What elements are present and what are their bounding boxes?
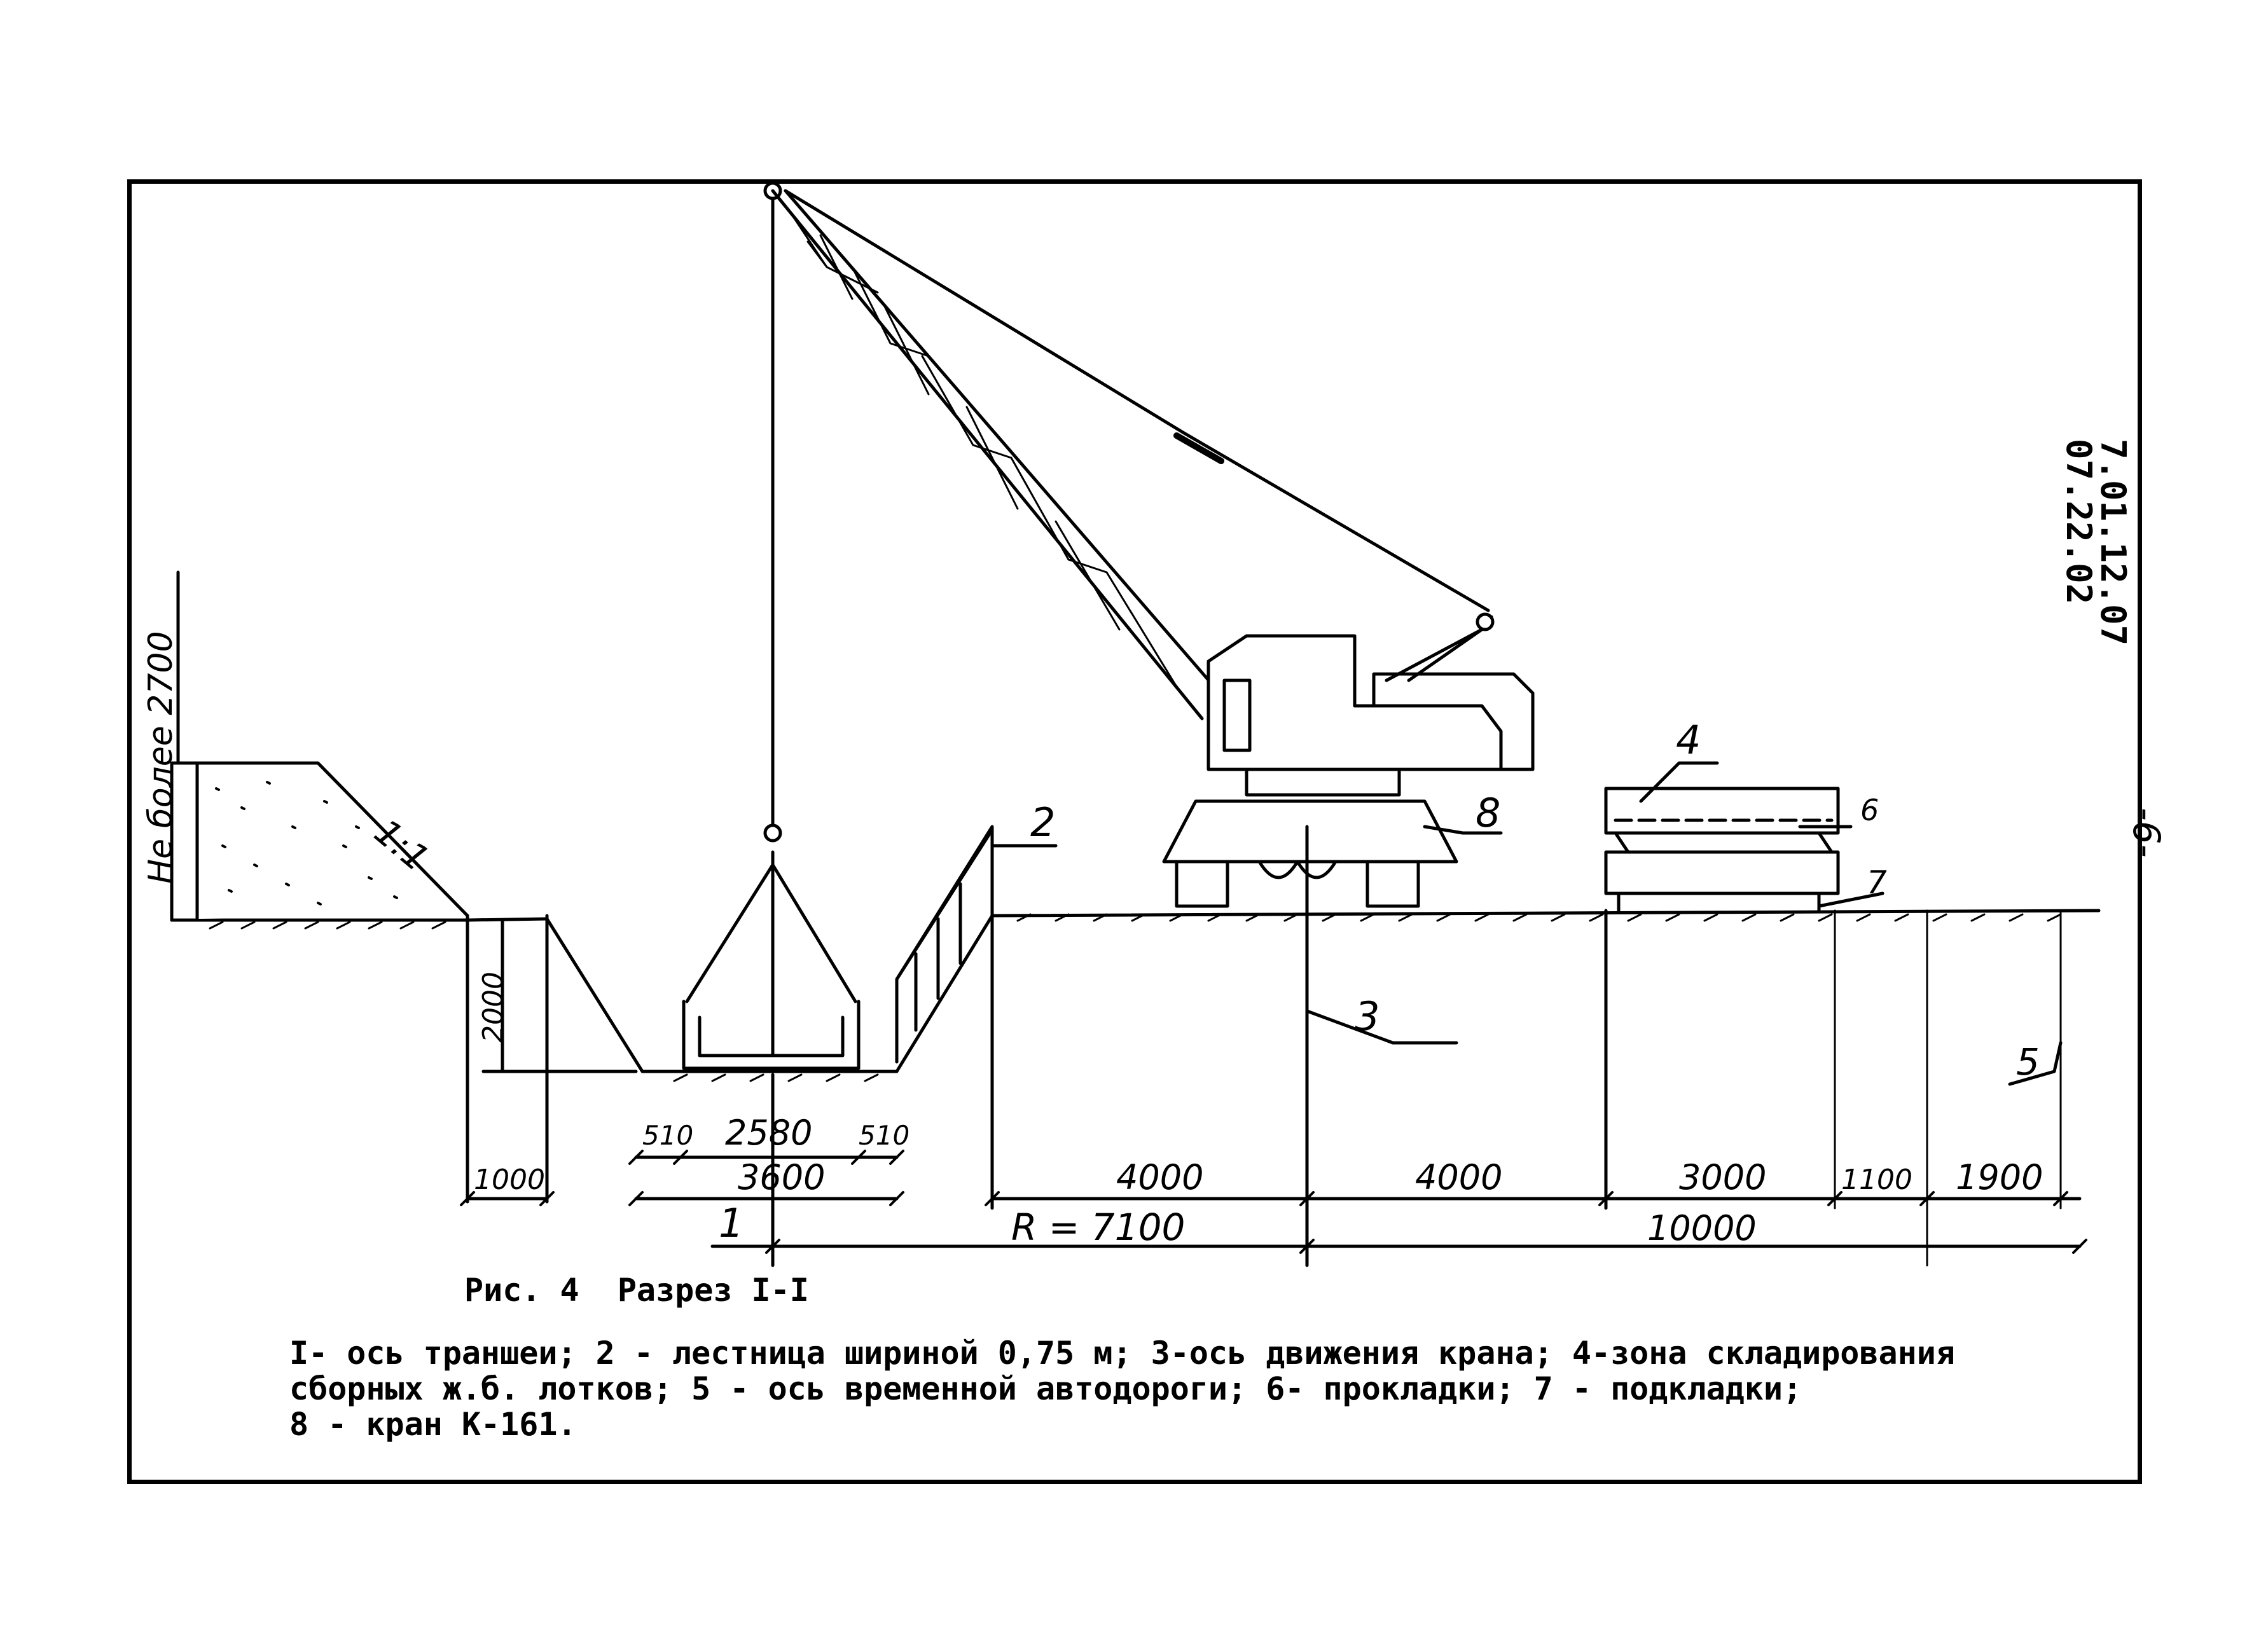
label-height: Не более 2700 (142, 631, 180, 884)
dim-3600: 3600 (738, 1157, 825, 1197)
leader-3 (1305, 1009, 1458, 1045)
leader-8 (1423, 825, 1503, 835)
dim-radius: R = 7100 (1011, 1206, 1185, 1249)
dim-1100: 1100 (1841, 1164, 1912, 1196)
ground-hatching (209, 913, 2062, 1082)
dim-10000: 10000 (1647, 1208, 1757, 1248)
dim-510-right: 510 (859, 1120, 909, 1151)
crane-boom (771, 189, 1233, 720)
pendant-sleeve (1173, 432, 1224, 464)
hook-ring (763, 823, 782, 843)
figure-title: Рис. 4 Разрез I-I (464, 1272, 809, 1309)
crane-cab (1207, 634, 1535, 771)
boom-pendant (784, 189, 1490, 612)
ladder (895, 825, 994, 1064)
storage-stack (1604, 787, 1840, 895)
callout-1: 1 (719, 1200, 743, 1246)
pads (1614, 831, 1834, 912)
mast (1385, 615, 1493, 682)
leader-5 (2008, 1041, 2063, 1086)
callout-8: 8 (1476, 790, 1500, 836)
label-depth: 2000 (477, 972, 509, 1043)
callout-3: 3 (1355, 993, 1379, 1040)
trench-left-wall (545, 917, 899, 1073)
spoil-texture (215, 781, 398, 905)
cab-window (1222, 678, 1252, 752)
tray-element (682, 1000, 861, 1070)
dim-line-right (990, 914, 2082, 1210)
code-line-2: 07.22.02 (2059, 439, 2099, 605)
leader-7 (1817, 891, 1884, 908)
dim-3000: 3000 (1679, 1157, 1766, 1197)
callout-4: 4 (1676, 717, 1701, 763)
legend-line-2: сборных ж.б. лотков; 5 - ось временной а… (289, 1370, 1802, 1407)
leader-4 (1639, 761, 1719, 803)
dim-4000-a: 4000 (1116, 1157, 1203, 1197)
mast-pulley (1476, 612, 1495, 631)
legend-line-1: I- ось траншеи; 2 - лестница шириной 0,7… (289, 1335, 1955, 1372)
ground-left (170, 917, 549, 922)
turntable (1245, 767, 1401, 797)
dim-1900: 1900 (1956, 1157, 2043, 1197)
crane-undercarriage (1162, 799, 1458, 864)
dim-510-left: 510 (642, 1120, 693, 1151)
cab-panel (1353, 704, 1503, 771)
legend-line-3: 8 - кран К-161. (289, 1406, 577, 1443)
dim-ticks (460, 1150, 2087, 1254)
dim-line-1000 (466, 914, 549, 1204)
dim-2580: 2580 (725, 1113, 812, 1153)
code-line-1: 7.01.12.07 (2093, 439, 2133, 646)
drawing-frame (127, 179, 2142, 1484)
sling (685, 850, 857, 1057)
trench-right-wall (895, 909, 2101, 1073)
page-number: -6- (2125, 808, 2168, 858)
document-code: 7.01.12.07 07.22.02 (2059, 216, 2137, 645)
callout-2: 2 (1030, 799, 1055, 846)
callout-6: 6 (1860, 793, 1879, 827)
dim-1000: 1000 (474, 1164, 545, 1196)
callout-7: 7 (1867, 864, 1887, 901)
boom-lattice (787, 209, 1178, 688)
callout-5: 5 (2016, 1040, 2040, 1084)
tracks (1175, 860, 1420, 908)
dim-line-height (170, 570, 205, 922)
figure-legend: I- ось траншеи; 2 - лестница шириной 0,7… (289, 1335, 2108, 1442)
dim-4000-b: 4000 (1415, 1157, 1502, 1197)
spoil-heap (195, 761, 469, 921)
dim-line-depth (481, 918, 638, 1073)
